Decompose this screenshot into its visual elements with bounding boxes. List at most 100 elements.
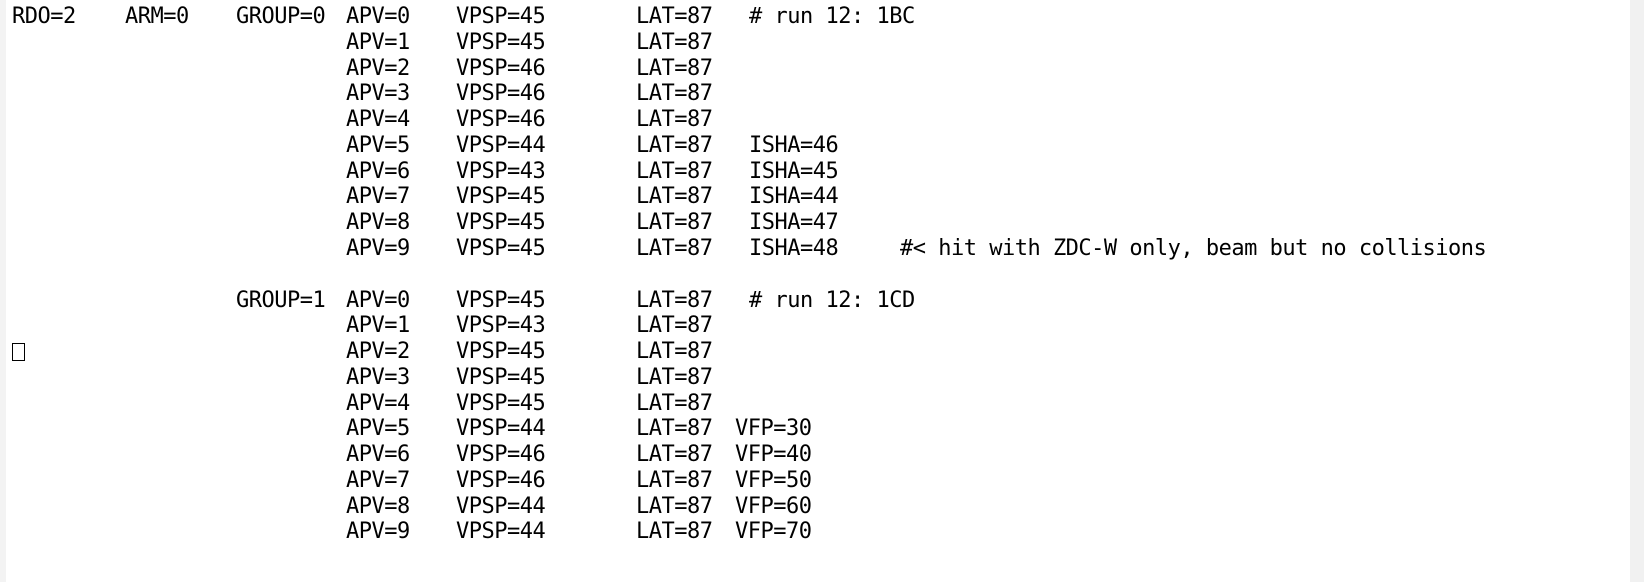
text-line[interactable]: APV=5 VPSP=44 LAT=87 ISHA=46 <box>12 132 1624 159</box>
apv-value: APV=0 <box>346 288 410 313</box>
text-line[interactable]: APV=9 VPSP=45 LAT=87 ISHA=48 #< hit with… <box>12 235 1624 262</box>
apv-value: APV=5 <box>346 416 410 441</box>
lat-value: LAT=87 <box>636 159 713 184</box>
vpsp-value: VPSP=45 <box>456 365 546 390</box>
vpsp-value: VPSP=43 <box>456 313 546 338</box>
vpsp-value: VPSP=44 <box>456 416 546 441</box>
text-line[interactable]: APV=2 VPSP=45 LAT=87 <box>12 338 1624 365</box>
apv-value: APV=6 <box>346 442 410 467</box>
lat-value: LAT=87 <box>636 4 713 29</box>
apv-value: APV=8 <box>346 210 410 235</box>
text-line[interactable]: GROUP=1 APV=0 VPSP=45 LAT=87 # run 12: 1… <box>12 287 1624 314</box>
lat-value: LAT=87 <box>636 288 713 313</box>
apv-value: APV=6 <box>346 159 410 184</box>
lat-value: LAT=87 <box>636 56 713 81</box>
apv-value: APV=4 <box>346 107 410 132</box>
lat-value: LAT=87 <box>636 133 713 158</box>
text-line[interactable]: APV=1 VPSP=45 LAT=87 <box>12 29 1624 56</box>
text-line[interactable]: APV=9 VPSP=44 LAT=87 VFP=70 <box>12 518 1624 545</box>
lat-value: LAT=87 <box>636 416 713 441</box>
text-cursor-box-icon <box>12 343 25 361</box>
text-line[interactable]: APV=2 VPSP=46 LAT=87 <box>12 55 1624 82</box>
hit-comment: #< hit with ZDC-W only, beam but no coll… <box>900 236 1487 261</box>
isha-value: ISHA=44 <box>749 184 839 209</box>
vfp-value: VFP=30 <box>735 416 812 441</box>
arm-value: ARM=0 <box>125 4 189 29</box>
vpsp-value: VPSP=45 <box>456 288 546 313</box>
vpsp-value: VPSP=46 <box>456 107 546 132</box>
apv-value: APV=4 <box>346 391 410 416</box>
apv-value: APV=3 <box>346 81 410 106</box>
vpsp-value: VPSP=43 <box>456 159 546 184</box>
apv-value: APV=7 <box>346 468 410 493</box>
vpsp-value: VPSP=45 <box>456 210 546 235</box>
lat-value: LAT=87 <box>636 468 713 493</box>
text-line[interactable]: APV=1 VPSP=43 LAT=87 <box>12 312 1624 339</box>
vpsp-value: VPSP=44 <box>456 494 546 519</box>
vpsp-value: VPSP=45 <box>456 30 546 55</box>
lat-value: LAT=87 <box>636 365 713 390</box>
text-line[interactable]: APV=6 VPSP=46 LAT=87 VFP=40 <box>12 441 1624 468</box>
text-line[interactable]: APV=4 VPSP=46 LAT=87 <box>12 106 1624 133</box>
run-comment: # run 12: 1BC <box>749 4 915 29</box>
rdo-value: RDO=2 <box>12 4 76 29</box>
text-line[interactable]: APV=7 VPSP=45 LAT=87 ISHA=44 <box>12 183 1624 210</box>
vpsp-value: VPSP=45 <box>456 339 546 364</box>
vfp-value: VFP=70 <box>735 519 812 544</box>
vfp-value: VFP=60 <box>735 494 812 519</box>
vfp-value: VFP=50 <box>735 468 812 493</box>
vpsp-value: VPSP=46 <box>456 442 546 467</box>
vpsp-value: VPSP=46 <box>456 56 546 81</box>
apv-value: APV=3 <box>346 365 410 390</box>
text-line[interactable]: APV=6 VPSP=43 LAT=87 ISHA=45 <box>12 158 1624 185</box>
apv-value: APV=1 <box>346 313 410 338</box>
lat-value: LAT=87 <box>636 339 713 364</box>
apv-value: APV=8 <box>346 494 410 519</box>
vpsp-value: VPSP=45 <box>456 391 546 416</box>
vpsp-value: VPSP=44 <box>456 519 546 544</box>
vpsp-value: VPSP=44 <box>456 133 546 158</box>
apv-value: APV=5 <box>346 133 410 158</box>
text-line[interactable]: APV=8 VPSP=44 LAT=87 VFP=60 <box>12 493 1624 520</box>
lat-value: LAT=87 <box>636 210 713 235</box>
text-area[interactable]: RDO=2 ARM=0 GROUP=0 APV=0 VPSP=45 LAT=87… <box>12 3 1624 578</box>
lat-value: LAT=87 <box>636 391 713 416</box>
vertical-scrollbar[interactable] <box>1630 0 1644 582</box>
apv-value: APV=2 <box>346 339 410 364</box>
vpsp-value: VPSP=45 <box>456 184 546 209</box>
vfp-value: VFP=40 <box>735 442 812 467</box>
group1-label: GROUP=1 <box>236 288 326 313</box>
apv-value: APV=7 <box>346 184 410 209</box>
text-line[interactable]: APV=8 VPSP=45 LAT=87 ISHA=47 <box>12 209 1624 236</box>
lat-value: LAT=87 <box>636 519 713 544</box>
vpsp-value: VPSP=46 <box>456 81 546 106</box>
lat-value: LAT=87 <box>636 494 713 519</box>
lat-value: LAT=87 <box>636 236 713 261</box>
apv-value: APV=9 <box>346 236 410 261</box>
isha-value: ISHA=47 <box>749 210 839 235</box>
isha-value: ISHA=48 <box>749 236 839 261</box>
apv-value: APV=2 <box>346 56 410 81</box>
apv-value: APV=0 <box>346 4 410 29</box>
lat-value: LAT=87 <box>636 313 713 338</box>
run-comment: # run 12: 1CD <box>749 288 915 313</box>
left-gutter <box>0 0 6 582</box>
apv-value: APV=9 <box>346 519 410 544</box>
lat-value: LAT=87 <box>636 107 713 132</box>
vpsp-value: VPSP=45 <box>456 236 546 261</box>
apv-value: APV=1 <box>346 30 410 55</box>
text-line[interactable]: APV=4 VPSP=45 LAT=87 <box>12 390 1624 417</box>
isha-value: ISHA=45 <box>749 159 839 184</box>
vpsp-value: VPSP=45 <box>456 4 546 29</box>
text-line[interactable]: APV=3 VPSP=45 LAT=87 <box>12 364 1624 391</box>
text-line[interactable]: RDO=2 ARM=0 GROUP=0 APV=0 VPSP=45 LAT=87… <box>12 3 1624 30</box>
text-line[interactable]: APV=3 VPSP=46 LAT=87 <box>12 80 1624 107</box>
text-line[interactable]: APV=7 VPSP=46 LAT=87 VFP=50 <box>12 467 1624 494</box>
text-line[interactable]: APV=5 VPSP=44 LAT=87 VFP=30 <box>12 415 1624 442</box>
lat-value: LAT=87 <box>636 30 713 55</box>
lat-value: LAT=87 <box>636 442 713 467</box>
isha-value: ISHA=46 <box>749 133 839 158</box>
lat-value: LAT=87 <box>636 184 713 209</box>
vpsp-value: VPSP=46 <box>456 468 546 493</box>
